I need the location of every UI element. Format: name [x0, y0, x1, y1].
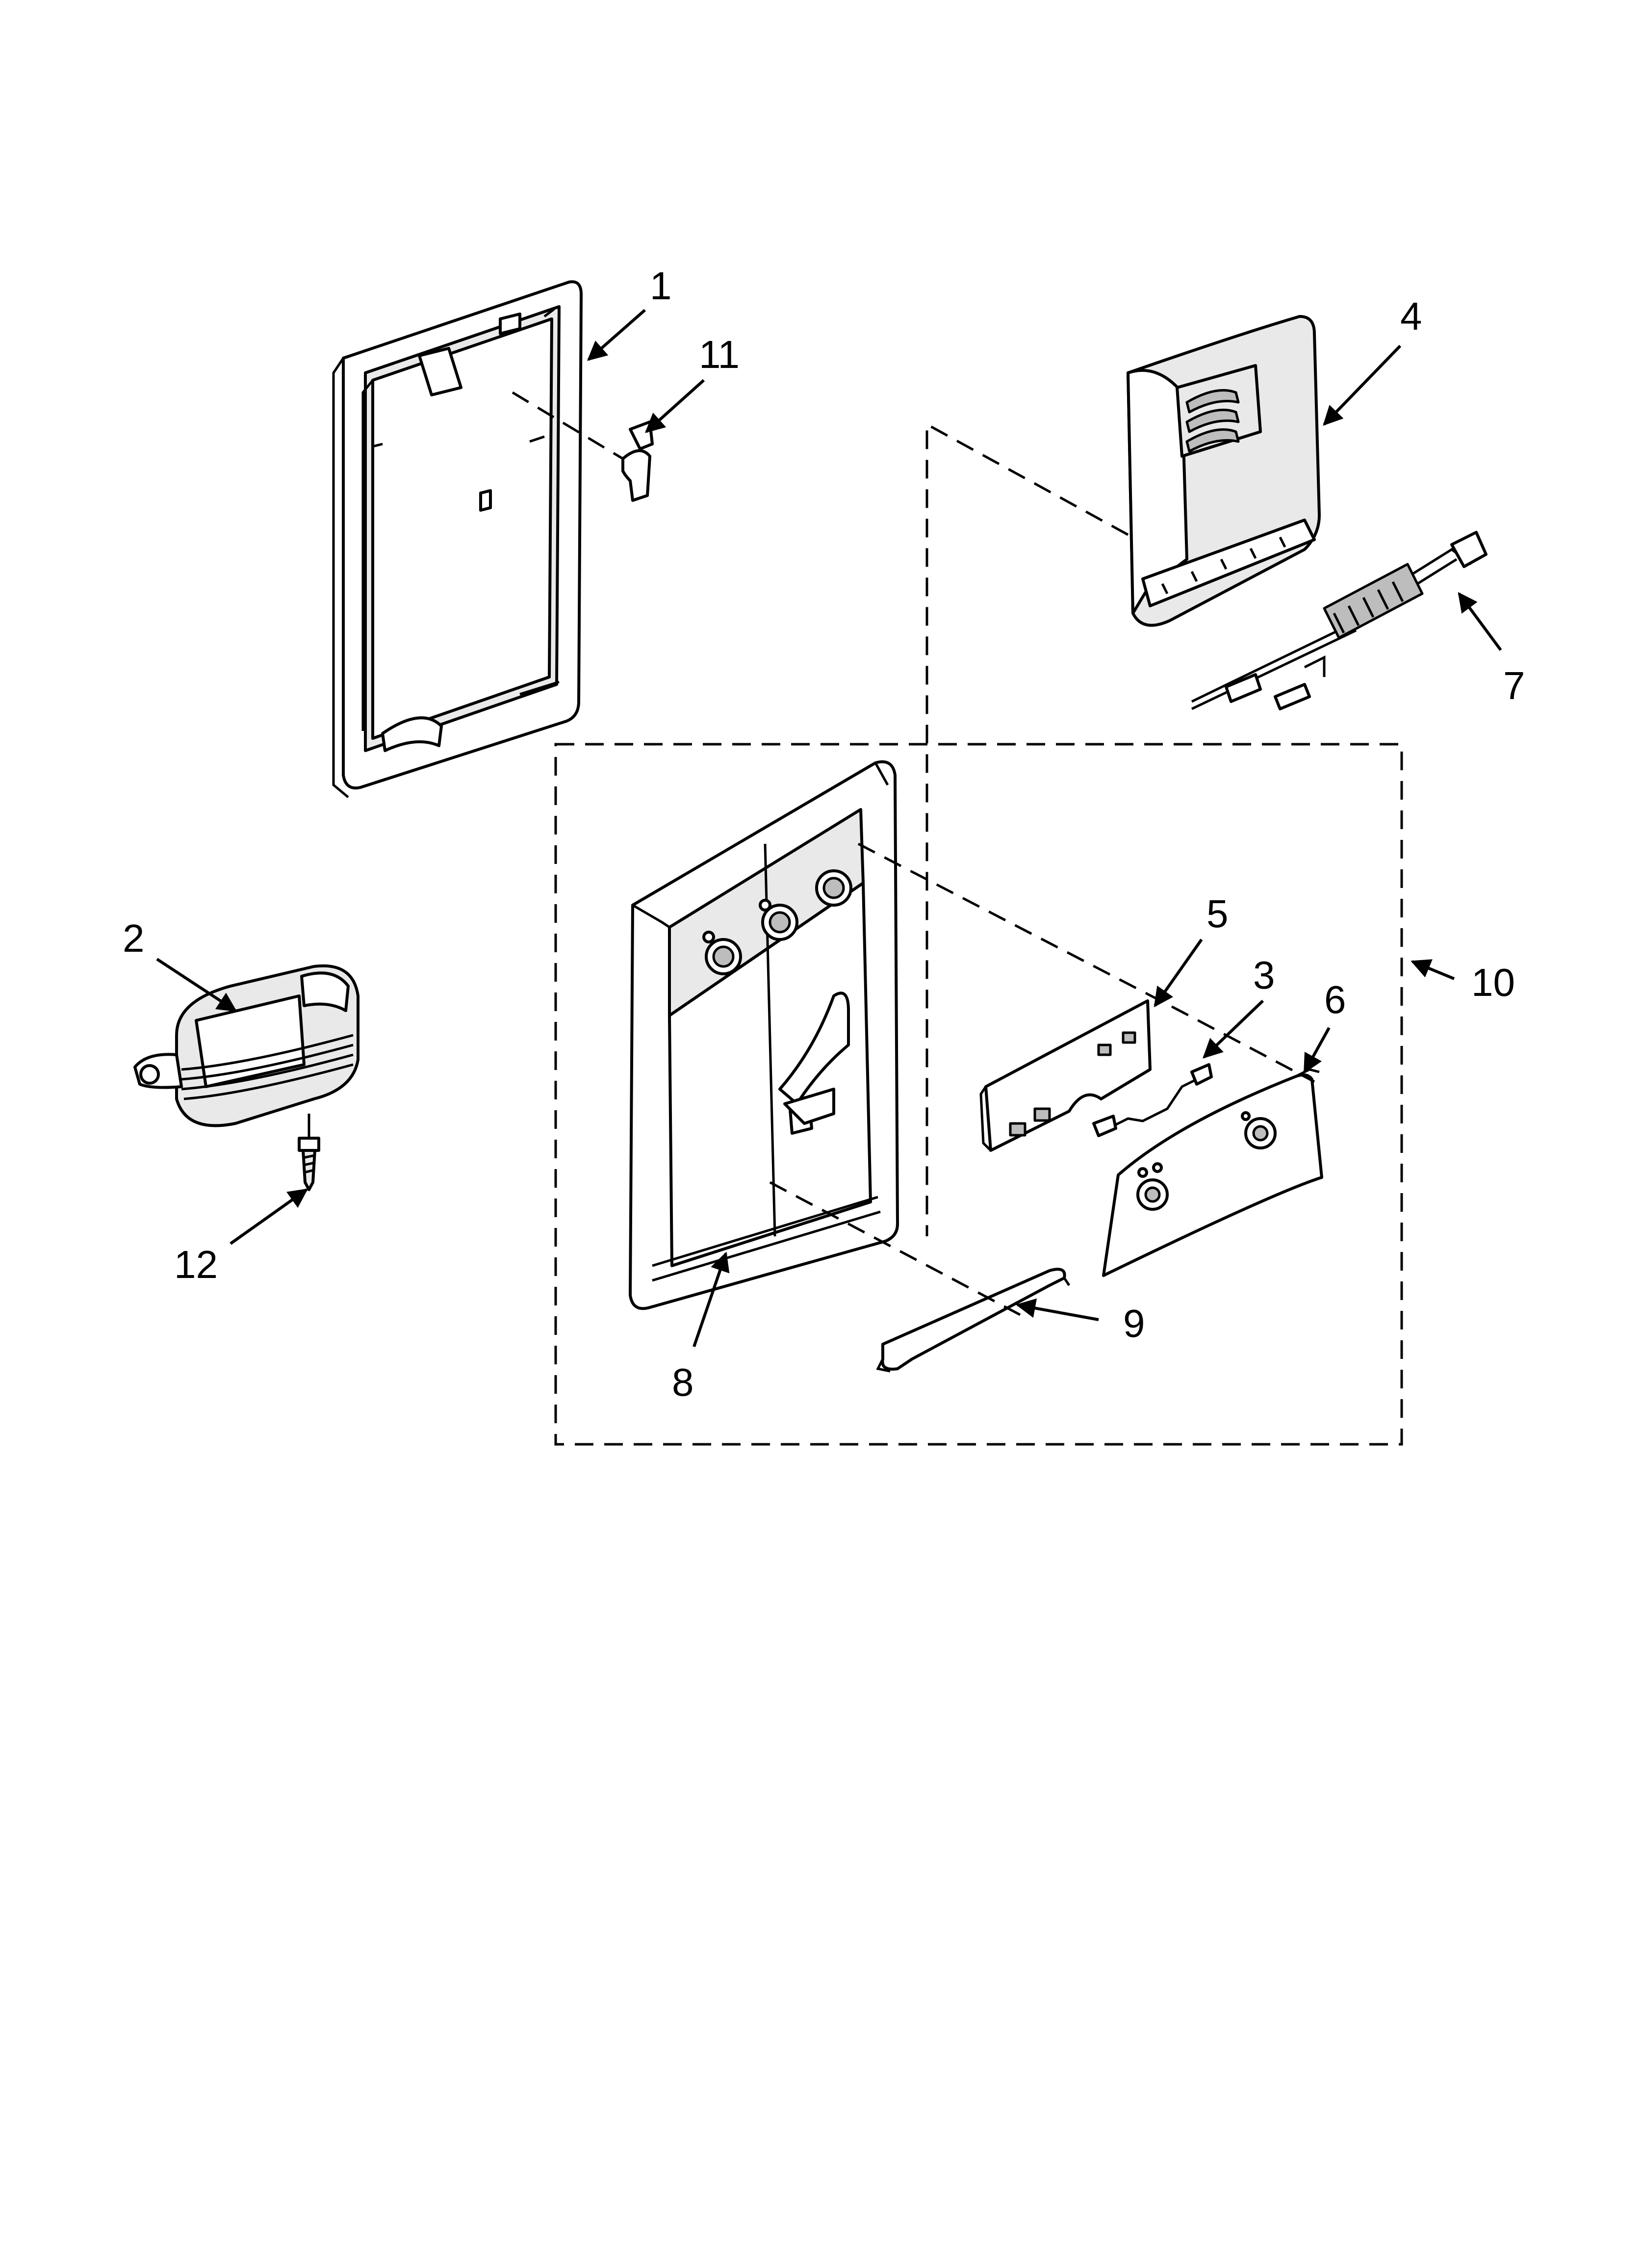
callout-8: 8 — [672, 1360, 694, 1404]
callout-12: 12 — [174, 1243, 218, 1286]
leader-arrows — [156, 309, 1502, 1347]
callout-2: 2 — [123, 916, 145, 960]
callout-1: 1 — [650, 264, 672, 308]
assembly-lines — [769, 422, 1315, 1316]
part-7-wire-harness — [1191, 531, 1488, 710]
part-4-dispenser-cover — [1127, 315, 1321, 627]
callout-6: 6 — [1324, 978, 1346, 1021]
callout-10: 10 — [1471, 961, 1515, 1004]
part-5-control-board — [979, 999, 1152, 1152]
callout-9: 9 — [1123, 1302, 1145, 1345]
part-1-housing-frame — [332, 280, 583, 798]
callout-11: 11 — [699, 333, 740, 376]
callout-7: 7 — [1503, 664, 1525, 707]
callout-labels: 1 11 4 7 2 12 5 3 6 10 8 9 — [123, 264, 1525, 1404]
part-12-screw — [298, 1114, 320, 1191]
callout-5: 5 — [1206, 892, 1229, 936]
part-2-motor — [133, 964, 359, 1127]
part-10-assembly-box — [554, 743, 1403, 1446]
part-8-front-panel — [629, 760, 899, 1310]
part-3-connector — [1092, 1063, 1213, 1137]
part-6-overlay-panel — [1102, 1068, 1323, 1277]
callout-4: 4 — [1400, 294, 1422, 338]
callout-3: 3 — [1253, 953, 1275, 997]
part-9-drip-tray — [876, 1268, 1071, 1373]
